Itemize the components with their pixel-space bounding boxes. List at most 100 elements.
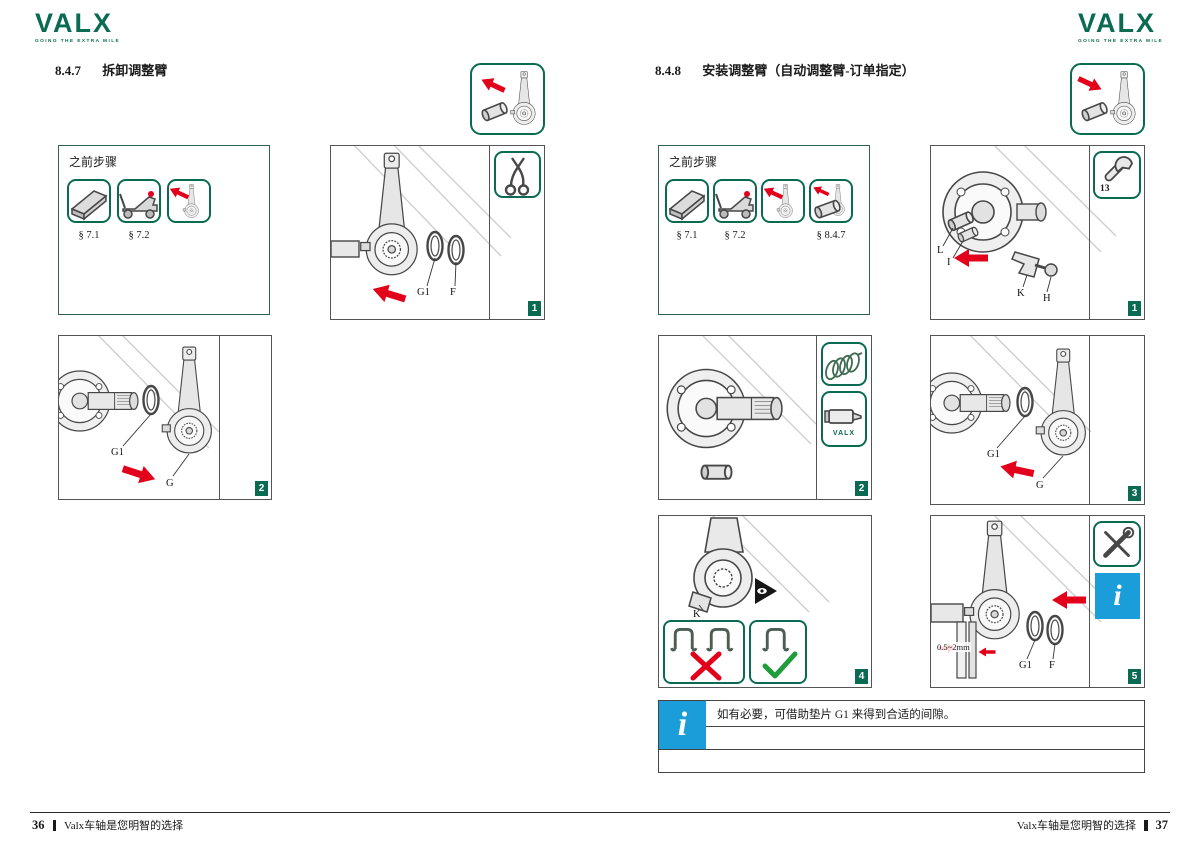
page-number: 37: [1155, 817, 1169, 832]
part-label-g1: G1: [111, 447, 124, 458]
clip-wrong-position-box: [663, 620, 745, 684]
grease-brand-label: VALX: [832, 429, 856, 437]
step-number-badge: 5: [1128, 669, 1141, 684]
prev-step-label: § 8.4.7: [816, 230, 846, 241]
prev-steps-title: 之前步骤: [69, 155, 118, 169]
footer-rule: [30, 812, 1170, 813]
prev-steps-box-left: 之前步骤 § 7.1 § 7.2: [58, 145, 270, 315]
part-label-l: L: [937, 245, 944, 256]
step-number-badge: 1: [528, 301, 541, 316]
trolley-jack-icon: [713, 179, 757, 223]
prev-step-brake-release: [167, 179, 211, 241]
valx-logo-right: VALX GOING THE EXTRA MILE: [1078, 8, 1164, 45]
prev-step-71: § 7.1: [67, 179, 111, 241]
part-label-g1: G1: [1019, 660, 1032, 671]
spline-brush-icon: [821, 342, 867, 386]
info-row-2: [658, 727, 1145, 750]
remove-arm-illustration: [59, 336, 220, 488]
install-arm-illustration: [931, 336, 1092, 483]
step-number-badge: 1: [1128, 301, 1141, 316]
logo-tagline: GOING THE EXTRA MILE: [1078, 39, 1164, 44]
prev-step-71: § 7.1: [665, 179, 709, 241]
step-number-badge: 4: [855, 669, 868, 684]
info-note-text: 如有必要，可借助垫片 G1 来得到合适的间隙。: [717, 708, 956, 721]
footer-left: 36 Valx车轴是您明智的选择: [32, 817, 183, 833]
panel-divider: [816, 336, 817, 499]
panel-divider: [1089, 516, 1090, 687]
part-label-k: K: [693, 609, 701, 620]
logo-text: VALX: [35, 8, 114, 38]
step-panel-right-5: i 0.5~2mm G1 F 5: [930, 515, 1145, 688]
prev-step-72: § 7.2: [117, 179, 161, 241]
wrench-icon: 13: [1093, 151, 1141, 199]
prev-step-brake-release: [761, 179, 805, 241]
inspection-tools-icon: [1093, 521, 1141, 567]
page-number: 36: [32, 817, 45, 832]
remove-washers-illustration: [331, 146, 512, 308]
step-panel-right-1: 13 L I K H 1: [930, 145, 1145, 320]
valx-logo-left: VALX GOING THE EXTRA MILE: [35, 8, 121, 45]
info-glyph: i: [1113, 579, 1122, 612]
grease-icon: VALX: [821, 391, 867, 447]
part-label-k: K: [1017, 288, 1025, 299]
part-label-g: G: [1036, 480, 1044, 491]
footer-slogan: Valx车轴是您明智的选择: [1016, 820, 1136, 832]
remove-arm-icon: [470, 63, 545, 135]
step-panel-right-4: K 4: [658, 515, 872, 688]
step-number-badge: 2: [855, 481, 868, 496]
clip-check-illustration: [688, 516, 830, 613]
install-arm-icon: [1070, 63, 1145, 135]
trolley-jack-icon: [117, 179, 161, 223]
part-label-g: G: [166, 478, 174, 489]
step-panel-right-2: VALX 2: [658, 335, 872, 500]
logo-tagline: GOING THE EXTRA MILE: [35, 39, 121, 44]
step-number-badge: 2: [255, 481, 268, 496]
info-row-1: 如有必要，可借助垫片 G1 来得到合适的间隙。: [658, 700, 1145, 727]
gap-dimension-label: 0.5~2mm: [936, 642, 971, 652]
panel-divider: [1089, 146, 1090, 319]
info-icon: i: [1095, 573, 1140, 619]
prev-step-label: § 7.2: [128, 230, 150, 241]
adjuster-arm-icon: [761, 179, 805, 223]
clip-correct-position-box: [749, 620, 807, 684]
part-label-f: F: [450, 287, 456, 298]
info-glyph: i: [677, 706, 688, 743]
section-number: 8.4.8: [655, 63, 681, 78]
adjuster-arm-icon: [167, 179, 211, 223]
correct-mark-icon: [762, 651, 798, 679]
section-number: 8.4.7: [55, 63, 81, 78]
section-title: 拆卸调整臂: [102, 63, 168, 78]
wheel-chock-icon: [665, 179, 709, 223]
part-label-f: F: [1049, 660, 1055, 671]
prev-steps-title: 之前步骤: [669, 155, 718, 169]
wrong-mark-icon: [690, 651, 722, 681]
prev-step-847: § 8.4.7: [809, 179, 853, 241]
step-panel-right-3: G1 G 3: [930, 335, 1145, 505]
wrench-size-label: 13: [1100, 184, 1110, 194]
part-label-g1: G1: [417, 287, 430, 298]
prev-step-label: § 7.2: [724, 230, 746, 241]
footer-right: Valx车轴是您明智的选择 37: [1017, 817, 1168, 833]
footer-separator: [1144, 819, 1148, 831]
footer-slogan: Valx车轴是您明智的选择: [64, 820, 184, 832]
panel-divider: [1089, 336, 1090, 504]
prev-step-72: § 7.2: [713, 179, 757, 241]
prev-step-label: § 7.1: [676, 230, 698, 241]
info-note-table: 如有必要，可借助垫片 G1 来得到合适的间隙。 i: [658, 700, 1145, 773]
logo-text: VALX: [1078, 8, 1157, 38]
part-label-g1: G1: [987, 449, 1000, 460]
remove-arm-mini-icon: [809, 179, 853, 223]
circlip-pliers-icon: [494, 151, 541, 198]
prev-steps-box-right: 之前步骤 § 7.1 § 7.2: [658, 145, 870, 315]
install-fork-illustration: [942, 146, 1117, 293]
clean-grease-spline-illustration: [666, 336, 817, 480]
part-label-h: H: [1043, 293, 1051, 304]
section-heading-right: 8.4.8 安装调整臂（自动调整臂-订单指定）: [655, 60, 915, 79]
step-panel-left-2: G1 G 2: [58, 335, 272, 500]
step-number-badge: 3: [1128, 486, 1141, 501]
section-title: 安装调整臂（自动调整臂-订单指定）: [702, 63, 915, 78]
footer-separator: [52, 819, 56, 831]
step-panel-left-1: G1 F 1: [330, 145, 545, 320]
panel-divider: [219, 336, 220, 499]
